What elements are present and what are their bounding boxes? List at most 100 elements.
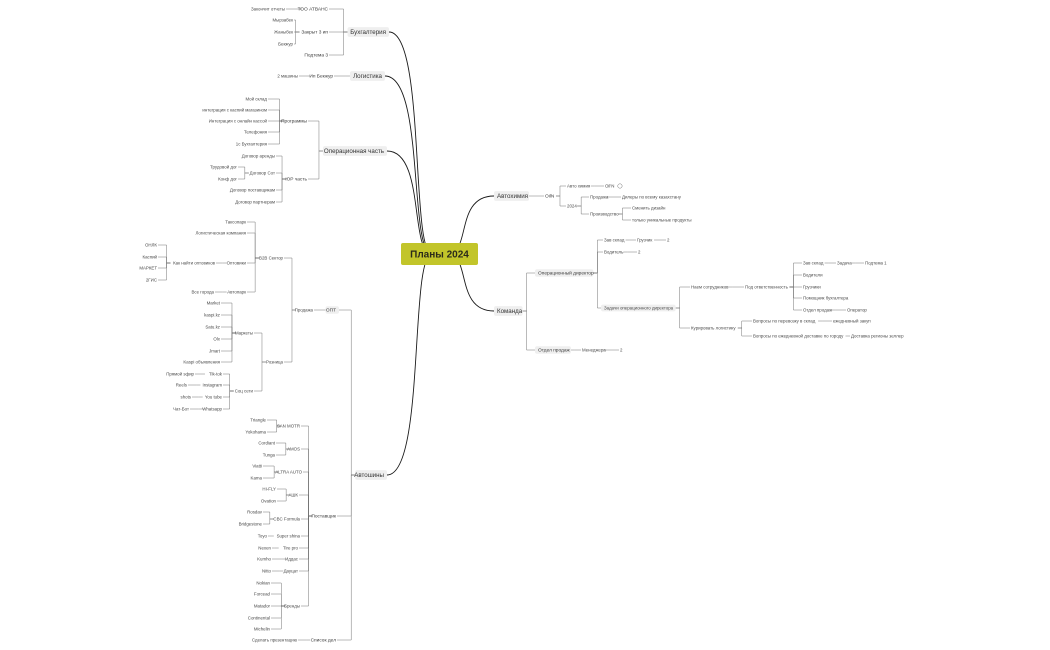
- topic-авто-химия[interactable]: Авто химия: [567, 184, 591, 189]
- topic-rosdav[interactable]: Rosdav: [247, 510, 263, 515]
- topic-наем-сотрудников[interactable]: Наем сотрудников: [691, 285, 729, 290]
- topic-сделать-презентацию[interactable]: Сделать презентацию: [252, 638, 298, 643]
- topic-kama[interactable]: Kama: [251, 476, 263, 481]
- topic-jmart[interactable]: Jmart: [209, 349, 221, 354]
- topic-маркет[interactable]: МАРКЕТ: [139, 266, 157, 271]
- topic-телефония[interactable]: Телефония: [244, 130, 268, 135]
- topic-b2b-сектор[interactable]: B2B Сектор: [259, 256, 284, 261]
- topic-бекжур[interactable]: Бекжур: [278, 42, 293, 47]
- topic-интеграция-с-каспий-магазином[interactable]: интеграция с каспий магазином: [202, 108, 267, 113]
- topic-договор-поставщикам[interactable]: Договор поставщикам: [230, 188, 275, 193]
- topic-triangle[interactable]: Triangle: [250, 418, 266, 423]
- topic-oil-n[interactable]: Oil'N: [605, 183, 623, 189]
- topic-ашк[interactable]: АШК: [288, 493, 298, 498]
- topic-cbc-formula[interactable]: CBC Formula: [273, 517, 300, 522]
- topic-автопарк[interactable]: Автопарк: [227, 290, 246, 295]
- topic-как-найти-оптовиков[interactable]: Как найти оптовиков: [173, 261, 216, 266]
- topic-зав-склад[interactable]: Зав склад: [604, 238, 625, 243]
- topic-доставка-регионы-зеллер[interactable]: Доставка регионы зеллер: [851, 334, 904, 339]
- topic-водители[interactable]: Водители: [803, 273, 823, 278]
- topic-2[interactable]: 2: [620, 348, 623, 353]
- topic-трудовой-дог[interactable]: Трудовой дог: [210, 165, 237, 170]
- topic-розница[interactable]: Розница: [266, 360, 284, 365]
- topic-отдел-продаж[interactable]: Отдел продаж: [535, 346, 571, 354]
- topic-грузчики[interactable]: Грузчики: [803, 285, 821, 290]
- topic-whatsapp[interactable]: Whatsapp: [202, 407, 222, 412]
- topic-hi-fly[interactable]: HI-FLY: [262, 487, 276, 492]
- topic-вопросы-по-ежедневной-доставке-по-городу[interactable]: Вопросы по ежедневной доставке по городу: [753, 334, 844, 339]
- topic-список-дел[interactable]: Список дел: [311, 638, 337, 644]
- topic-shots[interactable]: shots: [181, 395, 192, 400]
- topic-таксопарк[interactable]: Таксопарк: [225, 220, 246, 225]
- topic-оператор[interactable]: Оператор: [847, 308, 867, 313]
- topic-договор-партнерам[interactable]: Договор партнерам: [235, 200, 275, 205]
- topic-оптовики[interactable]: Оптовики: [227, 261, 247, 266]
- topic-только-уникальные-продукты[interactable]: только уникальные продукты: [632, 218, 691, 223]
- topic-2гис[interactable]: 2ГИС: [146, 278, 157, 283]
- topic-tunga[interactable]: Tunga: [263, 453, 276, 458]
- topic-маркеты[interactable]: Маркеты: [235, 331, 253, 336]
- topic-мырзабек[interactable]: Мырзабек: [273, 18, 294, 23]
- topic-продажа[interactable]: Продажа: [590, 195, 609, 200]
- central-topic[interactable]: Планы 2024: [401, 243, 478, 265]
- topic-nitto[interactable]: Nitto: [262, 569, 272, 574]
- topic-tire-pro[interactable]: Tire pro: [283, 546, 299, 551]
- topic-дауцат[interactable]: Дауцат: [284, 569, 298, 574]
- topic-онлк[interactable]: ОНЛК: [145, 243, 157, 248]
- topic-continental[interactable]: Continental: [248, 616, 270, 621]
- topic-kaspi-kz[interactable]: kaspi.kz: [204, 313, 220, 318]
- topic-you-tube[interactable]: You tube: [205, 395, 223, 400]
- topic-2-машины[interactable]: 2 машины: [277, 74, 298, 79]
- topic-altra-auto[interactable]: ALTRA AUTO: [275, 470, 302, 475]
- topic-менеджера[interactable]: Менеджера: [582, 348, 606, 353]
- topic-интеграция-с-онлайн-кассой[interactable]: Интеграция с онлайн кассой: [209, 119, 268, 124]
- topic-операционная-часть[interactable]: Операционная часть: [322, 146, 387, 156]
- topic-конф-дог[interactable]: Конф дог: [218, 177, 237, 182]
- topic-amos[interactable]: AMOS: [287, 447, 300, 452]
- topic-соц-сети[interactable]: Соц сети: [235, 389, 254, 394]
- topic-договор-аренды[interactable]: Договор аренды: [242, 154, 275, 159]
- topic-tik-tok[interactable]: Tik-tok: [209, 372, 223, 377]
- topic-nokian[interactable]: Nokian: [256, 581, 270, 586]
- topic-бренды[interactable]: Бренды: [284, 604, 300, 609]
- topic-каспий[interactable]: Каспий: [143, 255, 158, 260]
- topic-производство[interactable]: Производство: [590, 212, 619, 217]
- topic-2[interactable]: 2: [638, 250, 641, 255]
- topic-ежедневный-закуп[interactable]: ежедневный закуп: [833, 319, 871, 324]
- topic-market[interactable]: Market: [207, 301, 221, 306]
- topic-bridgestone[interactable]: Bridgestone: [239, 522, 263, 527]
- topic-super-shina[interactable]: Super shina: [277, 534, 301, 539]
- topic-логистическая-компания[interactable]: Логистическая компания: [195, 231, 246, 236]
- topic-1с-бухгалтерия[interactable]: 1с Бухгалтерия: [236, 142, 268, 147]
- topic-чат-бот[interactable]: Чат-Бот: [173, 407, 189, 412]
- topic-nexen[interactable]: Nexen: [258, 546, 271, 551]
- topic-kumho[interactable]: Kumho: [257, 557, 271, 562]
- topic-forcead[interactable]: Forcead: [254, 592, 271, 597]
- topic-instagram[interactable]: Instagram: [202, 383, 222, 388]
- topic-дилеры-по-всему-казахстану[interactable]: Дилеры по всему казахстану: [622, 195, 682, 200]
- topic-задачи-операционного-директора[interactable]: Задачи операционного директора: [601, 304, 676, 312]
- topic-бухгалтерия[interactable]: Бухгалтерия: [347, 27, 389, 37]
- topic-иддас[interactable]: Иддас: [285, 557, 299, 562]
- topic-matador[interactable]: Matador: [254, 604, 271, 609]
- topic-автошины[interactable]: Автошины: [354, 470, 387, 480]
- topic-программы[interactable]: Программы: [281, 119, 307, 125]
- topic-michelin[interactable]: Michelin: [254, 627, 271, 632]
- topic-все-города[interactable]: Все города: [191, 290, 214, 295]
- topic-satu-kz[interactable]: Satu.kz: [205, 325, 220, 330]
- topic-опт[interactable]: ОПТ: [325, 306, 339, 314]
- topic-toyo[interactable]: Toyo: [258, 534, 268, 539]
- topic-yokohama[interactable]: Yokohama: [245, 430, 266, 435]
- topic-olx[interactable]: Olx: [213, 337, 220, 342]
- topic-автохимия[interactable]: Автохимия: [494, 191, 530, 201]
- topic-команда[interactable]: Команда: [494, 306, 523, 316]
- topic-2024[interactable]: 2024: [567, 204, 577, 209]
- topic-мой-склад[interactable]: Мой склад: [245, 97, 267, 102]
- topic-san-motr[interactable]: SAN MOTR: [277, 424, 300, 429]
- topic-viatti[interactable]: Viatti: [252, 464, 262, 469]
- topic-ovation[interactable]: Ovation: [261, 499, 277, 504]
- topic-зав-склад[interactable]: Зав склад: [803, 261, 824, 266]
- topic-курировать-логистику[interactable]: Курировать логистику: [691, 326, 736, 331]
- topic-ип-бекжур[interactable]: Ип Бекжур: [309, 74, 333, 80]
- topic-закрыт-3-ип[interactable]: Закрыт 3 ип: [301, 30, 328, 36]
